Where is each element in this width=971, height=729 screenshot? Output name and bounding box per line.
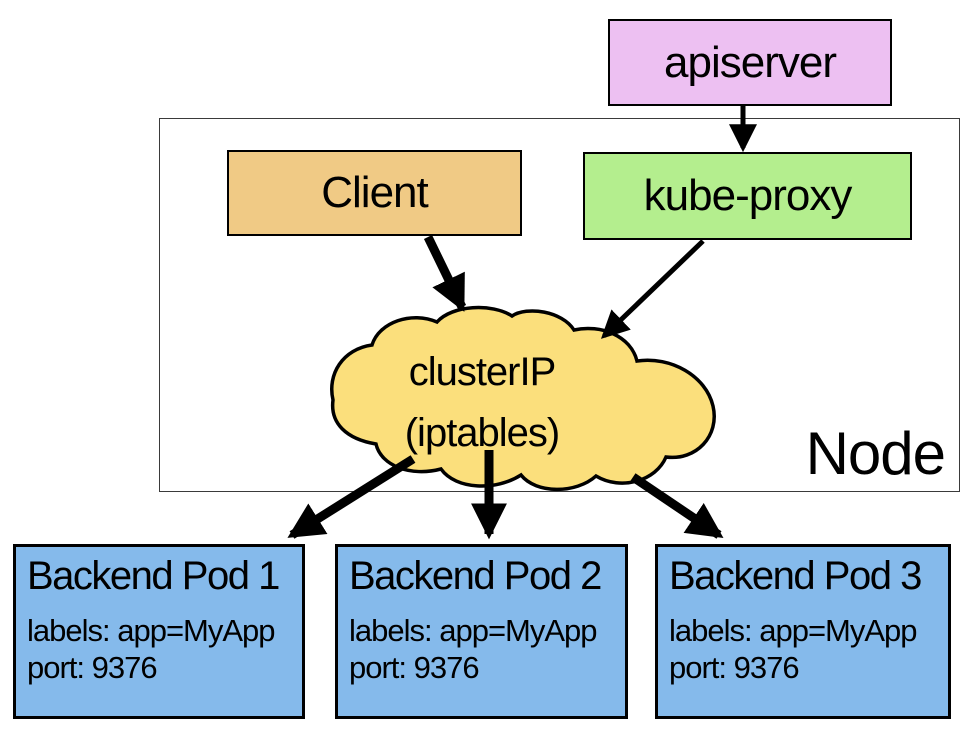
client-label: Client — [321, 168, 428, 217]
backend-pod-1: Backend Pod 1 labels: app=MyApp port: 93… — [13, 544, 305, 719]
cluster-ip-cloud — [330, 305, 716, 492]
backend-pod-3-labels: labels: app=MyApp — [669, 613, 918, 648]
arrow-client-to-clusterip — [423, 235, 467, 312]
backend-pod-2-port: port: 9376 — [349, 650, 480, 685]
kube-proxy-label: kube-proxy — [643, 171, 853, 220]
backend-pod-2-title: Backend Pod 2 — [349, 554, 602, 598]
backend-pod-3: Backend Pod 3 labels: app=MyApp port: 93… — [655, 544, 951, 719]
backend-pod-2: Backend Pod 2 labels: app=MyApp port: 93… — [335, 544, 628, 719]
backend-pod-1-labels: labels: app=MyApp — [27, 613, 276, 648]
arrows — [287, 105, 757, 540]
apiserver-label: apiserver — [664, 37, 837, 87]
arrow-clusterip-to-pod1 — [287, 455, 416, 539]
kube-proxy-node: kube-proxy — [583, 152, 912, 240]
backend-pod-3-port: port: 9376 — [669, 650, 800, 685]
arrow-clusterip-to-pod3 — [630, 473, 724, 539]
apiserver-node: apiserver — [608, 19, 892, 106]
client-node: Client — [227, 150, 522, 236]
cluster-ip-line2: (iptables) — [404, 411, 561, 455]
backend-pod-2-labels: labels: app=MyApp — [349, 613, 598, 648]
cluster-ip-label: clusterIP (iptables) — [352, 342, 612, 464]
cluster-ip-line1: clusterIP — [408, 350, 557, 394]
backend-pod-1-title: Backend Pod 1 — [27, 554, 280, 598]
node-container-label: Node — [805, 420, 946, 487]
backend-pod-3-title: Backend Pod 3 — [669, 554, 922, 598]
backend-pod-1-port: port: 9376 — [27, 650, 158, 685]
arrow-kubeproxy-to-clusterip — [600, 239, 705, 339]
